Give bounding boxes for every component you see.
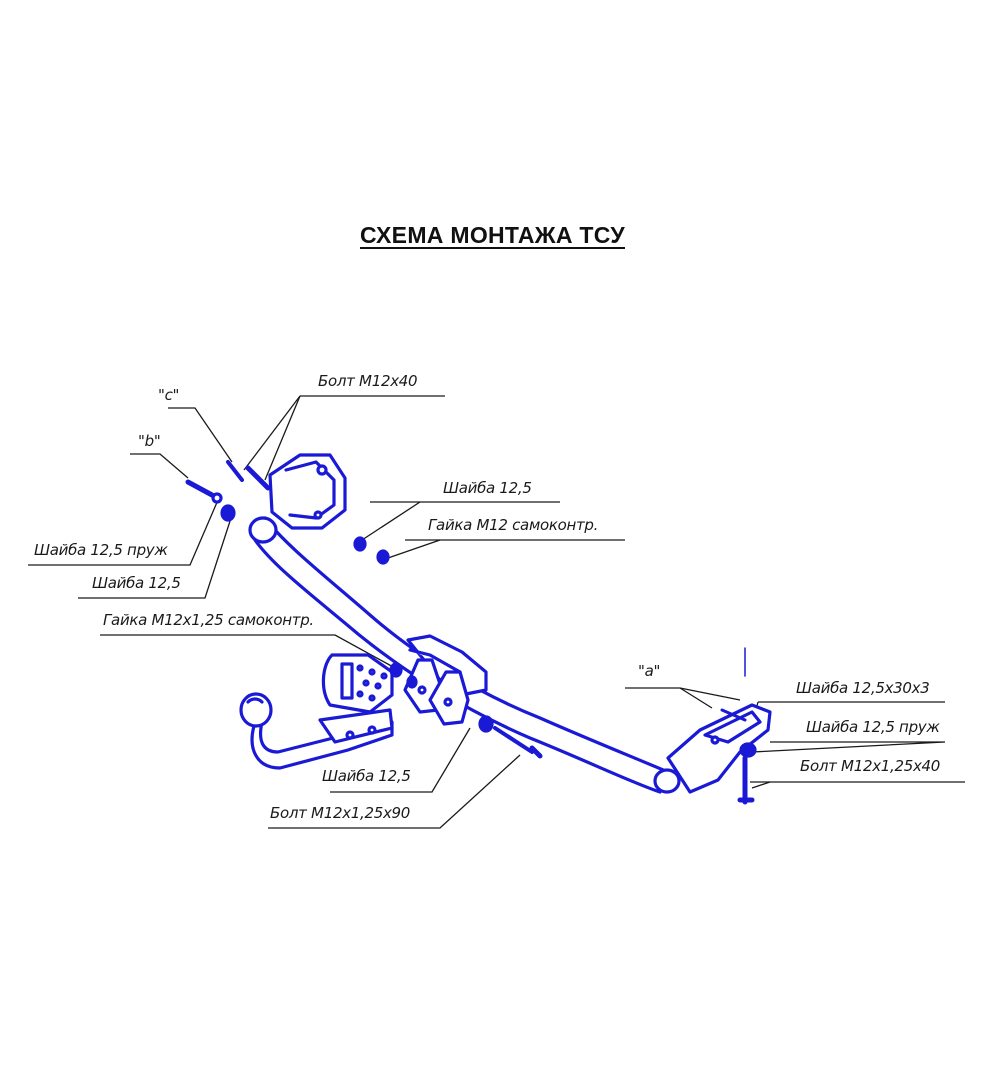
washers-and-nuts: [220, 504, 757, 758]
label-washer-spring-left: Шайба 12,5 пруж: [34, 541, 168, 559]
label-b: "b": [138, 432, 161, 450]
label-washer-12-5x30x3: Шайба 12,5х30х3: [796, 679, 930, 697]
label-nut-m12: Гайка М12 самоконтр.: [428, 516, 599, 534]
label-washer-12-5-top: Шайба 12,5: [443, 479, 532, 497]
left-bracket: [268, 453, 347, 530]
bolt-right: [720, 647, 755, 805]
diagram-title: СХЕМА МОНТАЖА ТСУ: [360, 222, 625, 248]
label-c: "c": [158, 386, 180, 404]
bolt-long: [493, 726, 543, 759]
label-washer-spring-right: Шайба 12,5 пруж: [806, 718, 940, 736]
leader-lines: [28, 395, 965, 829]
label-a: "a": [638, 662, 661, 680]
label-washer-12-5-bottom: Шайба 12,5: [322, 767, 411, 785]
tow-ball: [239, 692, 273, 728]
hanger-plates: [403, 658, 470, 726]
hitch-assembly: [185, 453, 772, 805]
bolts-top-left: [185, 460, 271, 504]
tow-ball-neck: [250, 708, 394, 770]
label-nut-m12x1-25: Гайка М12х1,25 самоконтр.: [103, 611, 314, 629]
label-washer-12-5-left: Шайба 12,5: [92, 574, 181, 592]
label-bolt-m12x40: Болт М12х40: [318, 372, 418, 390]
ball-mount-plate: [321, 653, 394, 714]
label-bolt-m12x1-25x40: Болт М12х1,25х40: [800, 757, 941, 775]
label-bolt-m12x1-25x90: Болт М12х1,25х90: [270, 804, 411, 822]
